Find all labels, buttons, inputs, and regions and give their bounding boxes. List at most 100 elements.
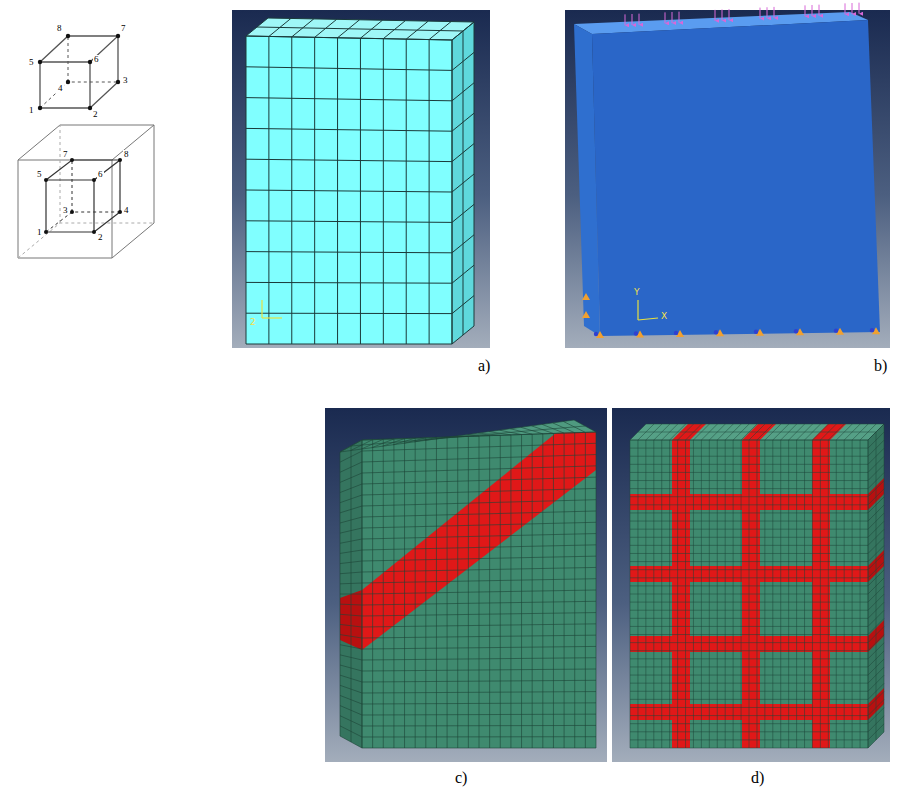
hex-element — [38, 34, 120, 110]
mesh-line — [362, 534, 596, 539]
mesh-line — [340, 736, 362, 748]
mesh-line — [868, 667, 884, 683]
mesh-line — [630, 440, 868, 441]
node-number: 3 — [122, 76, 129, 85]
node-number: 2 — [97, 233, 104, 242]
axis-label: Y — [634, 288, 640, 297]
support-symbol — [870, 328, 874, 332]
mesh-line — [340, 624, 362, 627]
mesh-line — [868, 424, 884, 440]
load-arrow — [715, 10, 716, 21]
mesh-line — [340, 420, 574, 452]
mesh-line — [868, 675, 884, 691]
load-arrow — [665, 12, 666, 23]
axis-triad — [638, 318, 658, 320]
load-arrow — [812, 5, 813, 16]
mesh-line — [362, 455, 596, 462]
mesh-line — [630, 488, 868, 489]
mesh-line — [868, 465, 884, 481]
mesh-line — [362, 432, 596, 440]
mesh-line — [351, 426, 585, 446]
mesh-line — [630, 537, 868, 538]
node-number: 4 — [123, 206, 130, 215]
face — [246, 36, 452, 344]
panel-label: c) — [455, 770, 467, 786]
mesh-line — [246, 67, 452, 71]
mesh-line — [868, 505, 884, 521]
mesh-line — [630, 666, 868, 667]
mesh-line — [362, 624, 596, 627]
mesh-line — [630, 594, 868, 595]
mesh-line — [452, 326, 474, 344]
mesh-line — [340, 462, 362, 472]
mesh-line — [452, 22, 474, 40]
face — [630, 440, 868, 748]
mesh-line — [868, 659, 884, 675]
mesh-line — [340, 614, 362, 616]
node-number: 8 — [56, 24, 63, 33]
load-arrow — [852, 3, 853, 14]
mesh-line — [340, 572, 362, 574]
mesh-line — [630, 456, 868, 457]
mesh-line — [630, 521, 868, 522]
mesh-line — [630, 683, 868, 684]
mesh-line — [362, 477, 596, 484]
mesh-line — [868, 708, 884, 724]
mesh-line — [868, 537, 884, 553]
mesh-line — [868, 724, 884, 740]
load-arrow — [672, 12, 673, 23]
load-arrow — [774, 7, 775, 18]
mesh-line — [362, 567, 596, 572]
node-number: 3 — [62, 206, 69, 215]
mesh-line — [630, 464, 868, 465]
mesh-line — [868, 700, 884, 716]
load-arrow — [760, 8, 761, 19]
face — [592, 20, 880, 336]
mesh-line — [630, 675, 868, 676]
mesh-line — [362, 488, 596, 495]
face — [246, 18, 474, 40]
face — [452, 22, 474, 344]
mesh-line — [340, 583, 362, 585]
node-number: 6 — [97, 170, 104, 179]
panel-label: d) — [751, 770, 764, 786]
mesh-line — [868, 691, 884, 707]
mesh-line — [630, 512, 868, 513]
mesh-line — [246, 36, 452, 40]
mesh-line — [630, 545, 868, 546]
load-arrow — [722, 10, 723, 21]
mesh-line — [868, 643, 884, 659]
panel-label: b) — [874, 358, 887, 374]
mesh-line — [868, 594, 884, 610]
support-symbol — [714, 330, 718, 334]
mesh-line — [362, 703, 596, 704]
axis-triad — [262, 317, 282, 318]
mesh-line — [340, 517, 362, 523]
mesh-line — [868, 610, 884, 626]
viewport-bg — [325, 408, 607, 762]
mesh-line — [340, 716, 362, 726]
mesh-line — [340, 539, 362, 543]
mesh-line — [868, 546, 884, 562]
mesh-line — [340, 561, 362, 564]
mesh-line — [630, 691, 868, 692]
mesh-line — [868, 683, 884, 699]
mesh-line — [630, 650, 868, 651]
mesh-line — [340, 528, 362, 533]
load-arrow — [767, 7, 768, 18]
node-number: 8 — [123, 150, 130, 159]
mesh-line — [630, 480, 868, 481]
mesh-line — [246, 221, 452, 223]
axis-triad — [637, 300, 638, 320]
mesh-line — [452, 204, 474, 222]
mesh-line — [362, 466, 596, 473]
mesh-line — [868, 627, 884, 643]
viewport-bg — [565, 10, 890, 348]
mesh-line — [630, 658, 868, 659]
mesh-line — [340, 495, 362, 503]
support-symbol — [834, 328, 838, 332]
mesh-line — [246, 98, 452, 101]
panel-label: a) — [478, 358, 490, 374]
mesh-line — [868, 489, 884, 505]
node-number: 4 — [57, 84, 64, 93]
